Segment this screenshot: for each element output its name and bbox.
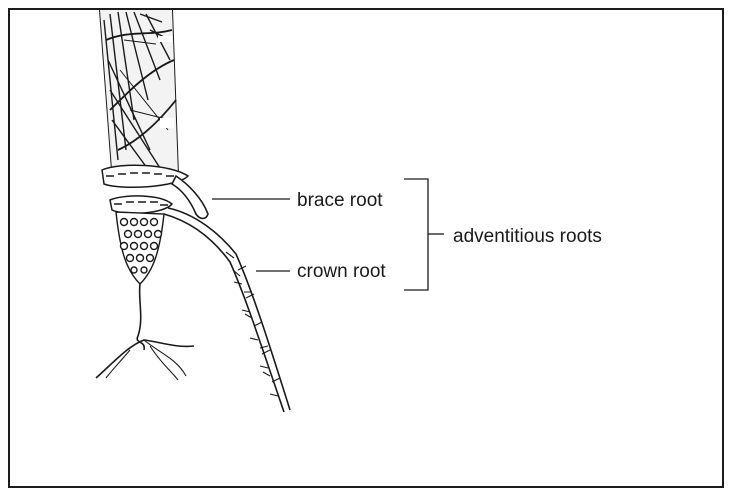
stalk [100, 10, 178, 175]
node-collar-lower [110, 196, 172, 213]
brace-root-label: brace root [297, 191, 383, 210]
root-base-cluster [116, 212, 164, 284]
brace-root [172, 176, 208, 219]
crown-root-label: crown root [297, 262, 386, 281]
primary-root [96, 284, 194, 380]
adventitious-roots-label: adventitious roots [453, 227, 602, 246]
crown-root [164, 208, 290, 412]
